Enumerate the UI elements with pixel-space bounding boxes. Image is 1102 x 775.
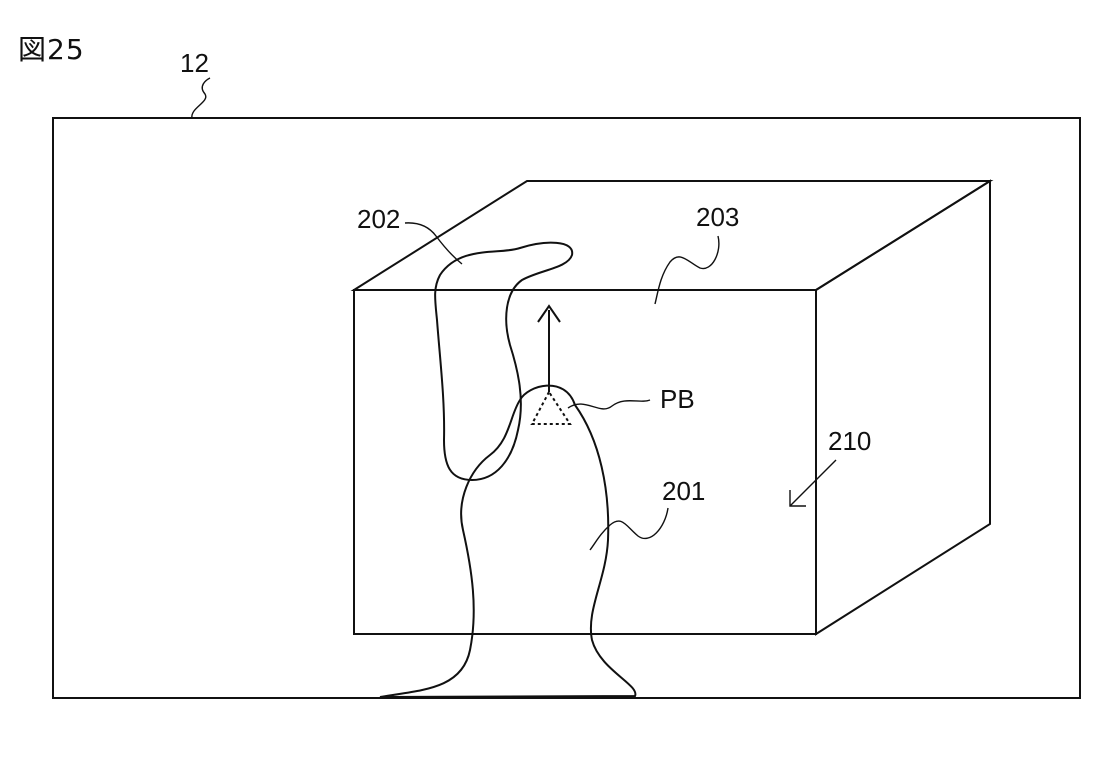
leader-201: [589, 507, 669, 551]
label-202: 202: [357, 204, 400, 234]
object-201: [379, 384, 637, 698]
leader-203: [654, 235, 720, 305]
pointer-pb: [530, 390, 572, 425]
label-201: 201: [662, 476, 705, 506]
label-203: 203: [696, 202, 739, 232]
block-203: [350, 179, 994, 636]
object-202: [434, 241, 574, 482]
leader-202: [404, 222, 463, 265]
label-pb: PB: [660, 384, 695, 414]
figure-title: 図25: [18, 33, 85, 66]
screen-leader: [191, 77, 211, 119]
arrow-210: [789, 459, 837, 507]
pb-leader: [567, 399, 651, 410]
label-screen: 12: [180, 48, 209, 78]
screen-frame: [52, 117, 1081, 699]
upward-arrow: [537, 304, 561, 392]
label-210: 210: [828, 426, 871, 456]
